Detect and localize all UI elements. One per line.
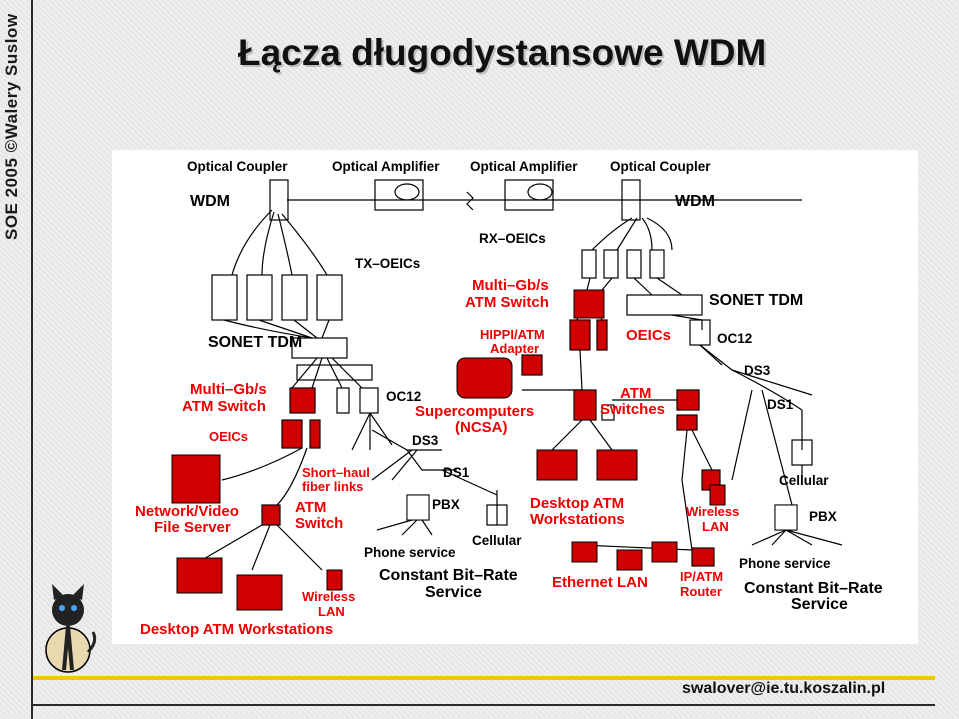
rx-oeics-label: RX–OEICs (479, 231, 546, 246)
fiber-links-label: fiber links (302, 479, 364, 494)
workstations-center-label: Workstations (530, 511, 625, 528)
wireless-lan-right-label-1: Wireless (686, 504, 740, 519)
oeics-right-label: OEICs (626, 327, 672, 344)
ethernet-lan-label: Ethernet LAN (552, 574, 648, 591)
ds1-center-label: DS1 (443, 465, 470, 480)
wdm-network-diagram: Optical Coupler Optical Amplifier Optica… (112, 150, 918, 644)
optical-amplifier-right-icon (504, 179, 554, 211)
optical-amplifier-right-label: Optical Amplifier (470, 159, 578, 174)
atm-switch-small-label-1: ATM (295, 499, 327, 516)
ds1-right-label: DS1 (767, 397, 794, 412)
sidebar-divider (31, 0, 33, 719)
file-server-icon (171, 454, 221, 504)
footer-rule (33, 676, 935, 680)
phone-service-center-label: Phone service (364, 545, 456, 560)
cellular-center-label: Cellular (472, 533, 522, 548)
wireless-lan-right-label-2: LAN (702, 519, 729, 534)
multi-gbs-left-label: Multi–Gb/s (190, 381, 267, 398)
footer-email: swalover@ie.tu.koszalin.pl (682, 680, 886, 697)
phone-service-right-label: Phone service (739, 556, 831, 571)
diagram-lines (171, 179, 843, 611)
network-video-label: Network/Video (135, 503, 239, 520)
wdm-right-label: WDM (675, 193, 715, 210)
cat-logo-icon (45, 584, 97, 673)
file-server-label: File Server (154, 519, 231, 536)
multi-gbs-top-label: Multi–Gb/s (472, 277, 549, 294)
cellular-right-label: Cellular (779, 473, 829, 488)
short-haul-label: Short–haul (302, 465, 370, 480)
optical-coupler-left-label: Optical Coupler (187, 159, 288, 174)
adapter-label: Adapter (490, 341, 540, 356)
pbx-right-label: PBX (809, 509, 837, 524)
supercomputer-icon (456, 357, 513, 399)
wireless-lan-left-label-1: Wireless (302, 589, 356, 604)
slide-title: Łącza długodystansowe WDM (238, 32, 767, 73)
ncsa-label: (NCSA) (455, 419, 508, 436)
ds3-center-label: DS3 (412, 433, 439, 448)
atm-switch-small-label-2: Switch (295, 515, 344, 532)
constant-bitrate-center-label: Constant Bit–Rate (379, 567, 518, 584)
sonet-tdm-right-label: SONET TDM (709, 292, 804, 309)
service-right-label: Service (791, 596, 848, 613)
workstation-icon (536, 449, 578, 481)
optical-amplifier-left-label: Optical Amplifier (332, 159, 440, 174)
oc12-left-label: OC12 (386, 389, 422, 404)
atm-switches-label-1: ATM (620, 385, 652, 402)
wdm-left-label: WDM (190, 193, 230, 210)
atm-switch-top-label: ATM Switch (465, 294, 549, 311)
optical-coupler-right-label: Optical Coupler (610, 159, 711, 174)
oc12-right-label: OC12 (717, 331, 753, 346)
supercomputers-label: Supercomputers (415, 403, 535, 420)
oeics-left-label: OEICs (209, 429, 249, 444)
hippi-atm-label: HIPPI/ATM (480, 327, 545, 342)
sonet-tdm-left-label: SONET TDM (208, 334, 303, 351)
atm-switches-label-2: Switches (600, 401, 666, 418)
sidebar-copyright: SOE 2005 ©Walery Suslow (2, 13, 21, 240)
optical-coupler-right-icon (621, 179, 641, 221)
pbx-center-label: PBX (432, 497, 460, 512)
ds3-right-label: DS3 (744, 363, 771, 378)
ip-atm-label: IP/ATM (680, 569, 724, 584)
tx-oeics-label: TX–OEICs (355, 256, 421, 271)
service-center-label: Service (425, 584, 482, 601)
footer-bottom-line (33, 704, 935, 706)
optical-amplifier-left-icon (374, 179, 424, 211)
desktop-atm-center-label: Desktop ATM (530, 495, 625, 512)
constant-bitrate-right-label: Constant Bit–Rate (744, 580, 883, 597)
wireless-lan-left-label-2: LAN (318, 604, 345, 619)
desktop-atm-workstations-left-label: Desktop ATM Workstations (140, 621, 334, 638)
atm-switch-left-label: ATM Switch (182, 398, 266, 415)
router-label: Router (680, 584, 722, 599)
optical-coupler-left-icon (269, 179, 289, 221)
